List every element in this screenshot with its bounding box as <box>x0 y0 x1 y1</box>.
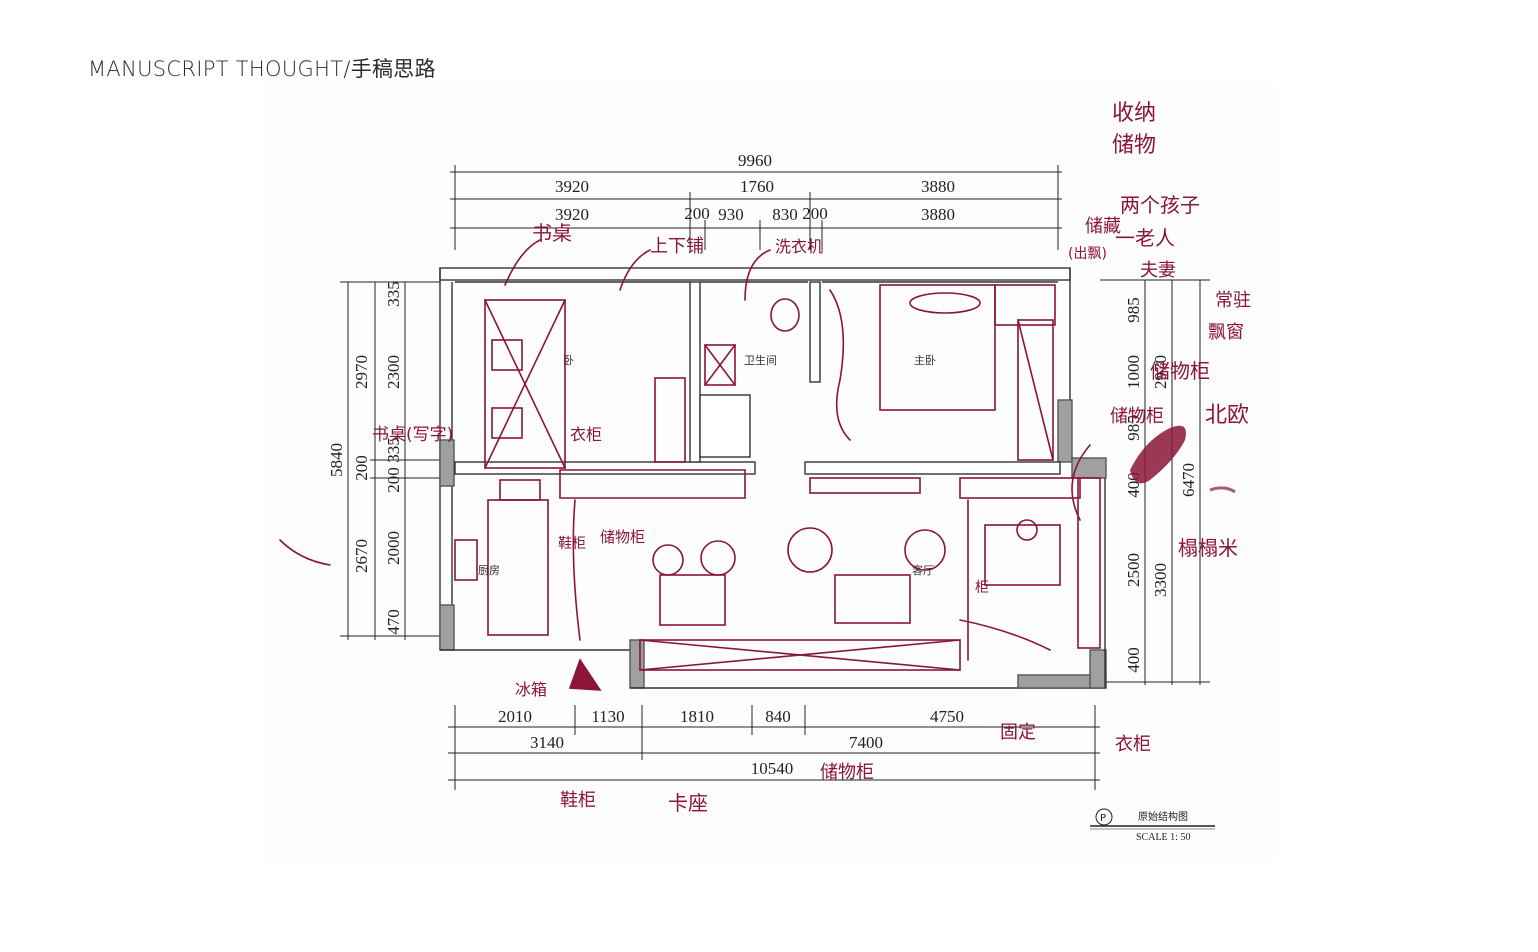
dim-top-total: 9960 <box>738 151 772 170</box>
note-desk-writing: 书桌(写字) <box>372 425 453 445</box>
dim-top-2c: 930 <box>718 205 744 224</box>
dim-bottom-1d: 840 <box>765 707 791 726</box>
note-elder: 一老人 <box>1115 226 1175 250</box>
note-cabinet-3: 储物柜 <box>600 528 645 546</box>
dim-right-2b: 3300 <box>1151 563 1170 597</box>
note-wardrobe-2: 衣柜 <box>1115 734 1151 755</box>
note-booth: 卡座 <box>668 791 708 815</box>
dim-left-2b: 2300 <box>384 355 403 389</box>
bottom-dimensions: 2010 1130 1810 840 4750 3140 7400 10540 <box>498 707 964 778</box>
dim-top-2d: 830 <box>772 205 798 224</box>
dim-right-1b: 1000 <box>1124 355 1143 389</box>
top-dimension-lines <box>450 165 1062 250</box>
page-title: MANUSCRIPT THOUGHT/手稿思路 <box>88 57 436 81</box>
note-storage-1: 收纳 <box>1112 101 1156 126</box>
note-couple: 夫妻 <box>1140 260 1176 281</box>
dim-top-1c: 3880 <box>921 177 955 196</box>
legend-scale: SCALE 1: 50 <box>1136 832 1190 843</box>
left-dimension-lines <box>340 281 440 640</box>
dim-left-total: 5840 <box>327 443 346 477</box>
right-dimensions: 985 1000 985 400 2500 400 2970 3300 6470 <box>1124 297 1198 673</box>
dim-right-2a: 2970 <box>1151 355 1170 389</box>
note-cabinet-2: 储物柜 <box>1110 406 1164 427</box>
note-cabinet-4: 柜 <box>975 580 989 596</box>
sketch-strokes <box>279 239 1101 691</box>
note-storage-3: 储藏 <box>1085 216 1121 237</box>
dim-top-1a: 3920 <box>555 177 589 196</box>
dim-top-2e: 200 <box>802 204 828 223</box>
dim-bottom-1b: 1130 <box>591 707 624 726</box>
room-bedroom: 卧 <box>563 354 574 367</box>
note-fridge: 冰箱 <box>515 680 547 699</box>
walls <box>439 267 1107 689</box>
handwritten-notes: 收纳 储物 两个孩子 一老人 夫妻 书桌 上下铺 洗衣机 储藏 (出飘) 常驻 … <box>372 101 1251 815</box>
note-nordic: 北欧 <box>1205 403 1249 428</box>
dim-bottom-1e: 4750 <box>930 707 964 726</box>
left-dimensions: 5840 2970 200 2670 335 2300 335 200 2000… <box>327 281 403 635</box>
note-desk: 书桌 <box>532 221 572 245</box>
dim-left-2e: 2000 <box>384 531 403 565</box>
dim-left-2f: 470 <box>384 609 403 635</box>
dim-bottom-total: 10540 <box>751 759 794 778</box>
dim-bottom-2a: 3140 <box>530 733 564 752</box>
note-shoe-2: 鞋柜 <box>560 790 596 811</box>
note-two-kids: 两个孩子 <box>1120 193 1200 217</box>
dim-left-2d: 200 <box>384 467 403 493</box>
dim-top-2b: 200 <box>684 204 710 223</box>
dim-right-1f: 400 <box>1124 647 1143 673</box>
room-master: 主卧 <box>914 354 936 367</box>
legend-title: 原始结构图 <box>1138 810 1188 823</box>
note-cabinet-1: 储物柜 <box>1150 359 1210 383</box>
dim-right-1e: 2500 <box>1124 553 1143 587</box>
dim-bottom-1a: 2010 <box>498 707 532 726</box>
top-dimensions: 9960 3920 1760 3880 3920 200 930 830 200… <box>555 151 955 224</box>
legend-badge: P <box>1100 813 1106 824</box>
note-storage-2: 储物 <box>1112 133 1156 158</box>
ink-blot <box>1130 425 1236 494</box>
dim-right-1c: 985 <box>1124 415 1143 441</box>
dim-top-2f: 3880 <box>921 205 955 224</box>
dim-top-2a: 3920 <box>555 205 589 224</box>
bottom-dimension-lines <box>448 705 1100 790</box>
note-washer: 洗衣机 <box>775 237 823 256</box>
dim-left-1a: 2970 <box>352 355 371 389</box>
note-fixed: 固定 <box>1000 722 1036 743</box>
room-kitchen: 厨房 <box>478 564 500 577</box>
note-cabinet-5: 储物柜 <box>820 762 874 783</box>
note-shoe-1: 鞋柜 <box>558 536 586 552</box>
dim-left-1b: 200 <box>352 455 371 481</box>
dim-left-1c: 2670 <box>352 539 371 573</box>
dim-bottom-2b: 7400 <box>849 733 883 752</box>
dim-left-2c: 335 <box>384 437 403 463</box>
note-resident: 常驻 <box>1215 290 1251 311</box>
dim-right-total: 6470 <box>1179 463 1198 497</box>
drawing-legend: P 原始结构图 SCALE 1: 50 <box>1090 808 1215 843</box>
dim-right-1a: 985 <box>1124 297 1143 323</box>
dim-left-2a: 335 <box>384 281 403 307</box>
note-bunk-bed: 上下铺 <box>650 236 704 257</box>
dim-bottom-1c: 1810 <box>680 707 714 726</box>
note-bay: (出飘) <box>1068 246 1107 262</box>
note-bay-window: 飘窗 <box>1208 322 1244 343</box>
note-wardrobe-1: 衣柜 <box>570 425 602 444</box>
legend-circle <box>1095 808 1113 826</box>
room-bathroom: 卫生间 <box>744 353 777 367</box>
dim-top-1b: 1760 <box>740 177 774 196</box>
note-tatami: 榻榻米 <box>1178 536 1238 560</box>
